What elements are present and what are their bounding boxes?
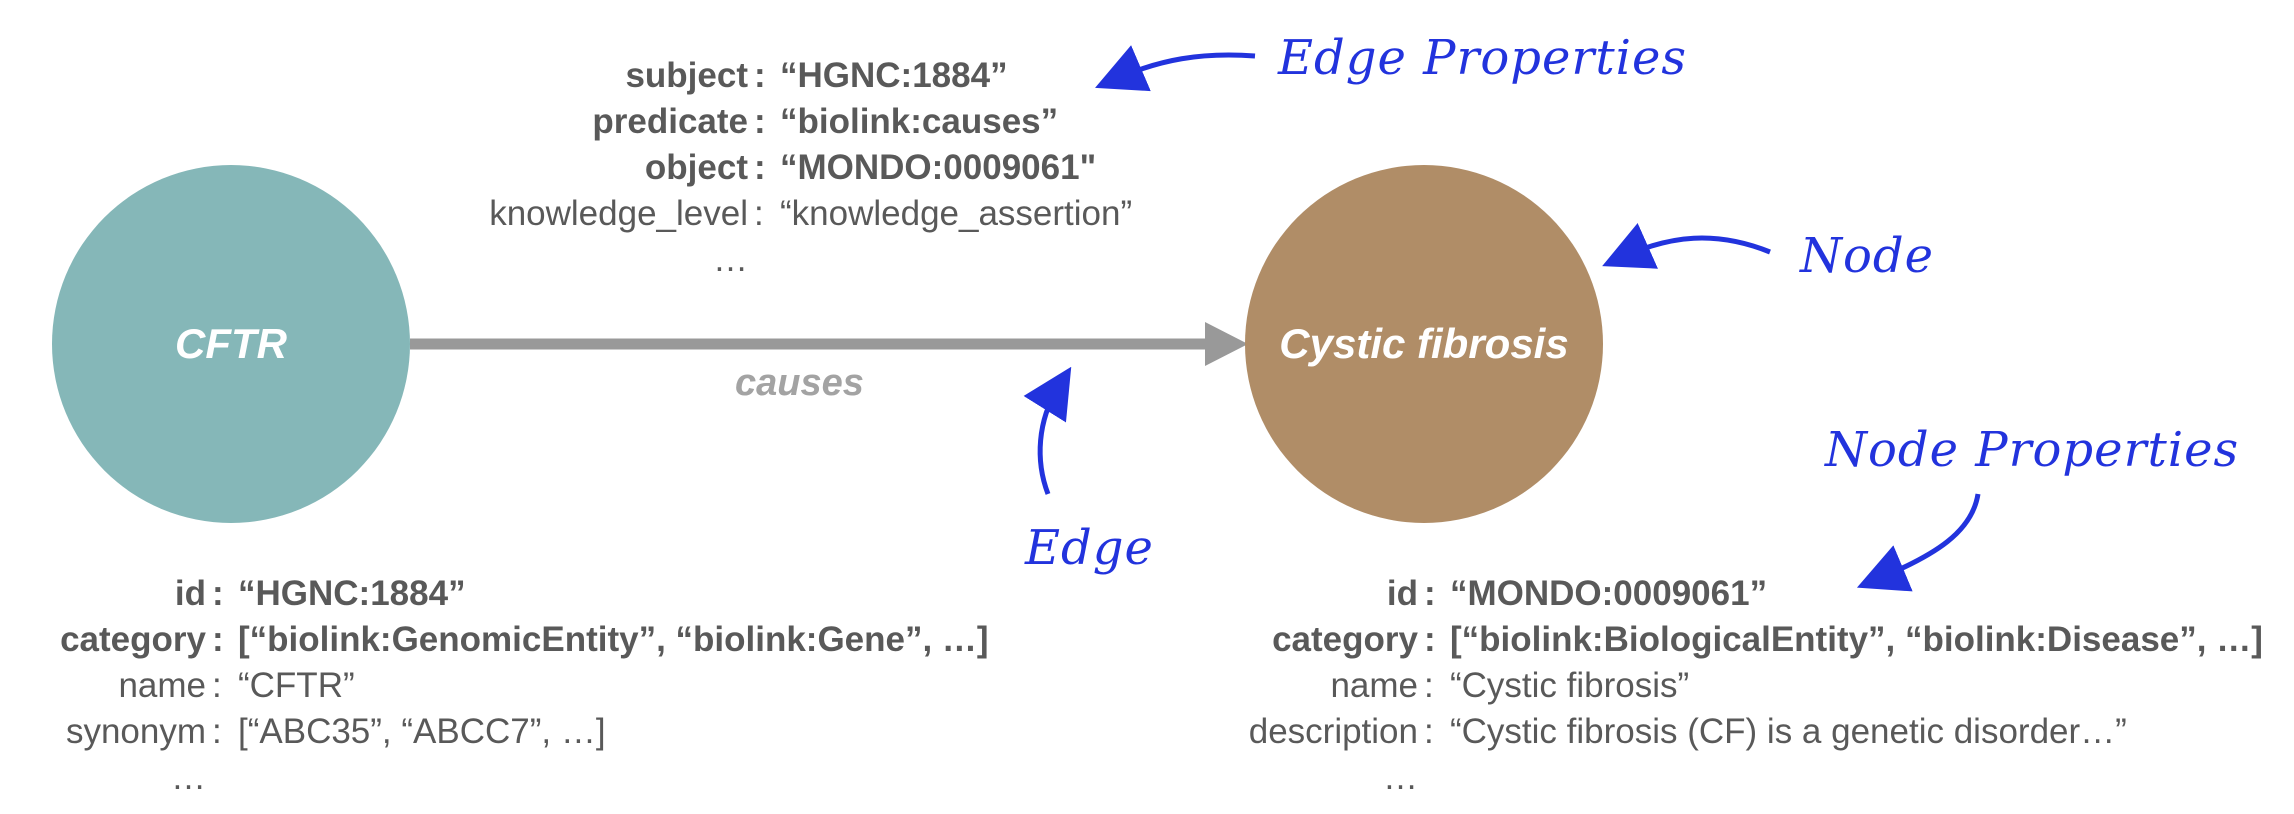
target-node-property-row: description: “Cystic fibrosis (CF) is a g… bbox=[1200, 709, 2294, 755]
source-node-property-row: id: “HGNC:1884” bbox=[18, 571, 1058, 617]
edge-label: causes bbox=[735, 362, 864, 404]
edge-property-row: knowledge_level: “knowledge_assertion” bbox=[430, 191, 1260, 237]
source-node-label: CFTR bbox=[175, 320, 287, 367]
property-key: synonym bbox=[65, 712, 206, 751]
property-key: … bbox=[1383, 758, 1418, 797]
property-separator: : bbox=[1424, 620, 1436, 659]
source-node-property-row: name: “CFTR” bbox=[18, 663, 1058, 709]
property-value: “HGNC:1884” bbox=[780, 56, 1008, 95]
property-separator: : bbox=[754, 102, 766, 141]
property-value bbox=[238, 755, 1058, 801]
source-node[interactable]: CFTR bbox=[52, 165, 410, 523]
property-value: “MONDO:0009061” bbox=[1450, 574, 1768, 613]
property-value: “Cystic fibrosis” bbox=[1450, 666, 1690, 705]
property-key: id bbox=[174, 574, 206, 613]
target-node-property-row: … bbox=[1200, 755, 2294, 801]
property-separator: : bbox=[212, 574, 224, 613]
property-value: “CFTR” bbox=[238, 666, 355, 705]
annotation-edge-properties: Edge Properties bbox=[1278, 30, 1688, 86]
property-separator: : bbox=[212, 712, 222, 751]
source-node-property-row: … bbox=[18, 755, 1058, 801]
annotation-node-properties: Node Properties bbox=[1825, 422, 2240, 478]
property-value bbox=[1450, 755, 2294, 801]
property-value: [“ABC35”, “ABCC7”, …] bbox=[238, 712, 606, 751]
target-node-property-row: id: “MONDO:0009061” bbox=[1200, 571, 2294, 617]
property-separator: : bbox=[212, 620, 224, 659]
edge-properties-block: subject: “HGNC:1884” predicate: “biolink:ca… bbox=[430, 53, 1260, 283]
property-separator: : bbox=[754, 148, 766, 187]
source-node-properties-block: id: “HGNC:1884” category: [“biolink:Genomic… bbox=[18, 571, 1058, 801]
edge-property-row: subject: “HGNC:1884” bbox=[430, 53, 1260, 99]
property-value bbox=[780, 237, 1260, 283]
property-value: “MONDO:0009061" bbox=[780, 148, 1097, 187]
property-separator: : bbox=[1424, 574, 1436, 613]
property-key: name bbox=[118, 666, 206, 705]
property-key: knowledge_level bbox=[489, 194, 748, 233]
property-key: object bbox=[644, 148, 748, 187]
edge-property-row: … bbox=[430, 237, 1260, 283]
annotation-node: Node bbox=[1800, 228, 1935, 284]
target-node[interactable]: Cystic fibrosis bbox=[1245, 165, 1603, 523]
node-pointer-arrow bbox=[1602, 223, 1771, 269]
property-separator: : bbox=[754, 56, 766, 95]
property-value: “knowledge_assertion” bbox=[780, 194, 1133, 233]
property-key: subject bbox=[625, 56, 748, 95]
property-value: “Cystic fibrosis (CF) is a genetic disor… bbox=[1450, 712, 2127, 751]
edge-property-row: object: “MONDO:0009061" bbox=[430, 145, 1260, 191]
property-separator bbox=[1418, 755, 1450, 801]
property-separator: : bbox=[212, 666, 222, 705]
property-key: description bbox=[1248, 712, 1418, 751]
property-value: “HGNC:1884” bbox=[238, 574, 466, 613]
target-node-properties-block: id: “MONDO:0009061” category: [“biolink:Bio… bbox=[1200, 571, 2294, 801]
target-node-property-row: category: [“biolink:BiologicalEntity”, “b… bbox=[1200, 617, 2294, 663]
node-properties-pointer-arrow bbox=[1856, 493, 1981, 592]
property-separator bbox=[748, 237, 780, 283]
property-value: [“biolink:BiologicalEntity”, “biolink:Di… bbox=[1450, 620, 2263, 659]
edge-properties-pointer-arrow bbox=[1095, 45, 1256, 92]
edge-pointer-arrow bbox=[1023, 366, 1072, 495]
property-key: category bbox=[1272, 620, 1418, 659]
property-key: id bbox=[1386, 574, 1418, 613]
edge-property-row: predicate: “biolink:causes” bbox=[430, 99, 1260, 145]
property-key: predicate bbox=[592, 102, 748, 141]
property-value: “biolink:causes” bbox=[780, 102, 1059, 141]
annotation-edge: Edge bbox=[1025, 520, 1154, 576]
property-separator: : bbox=[1424, 666, 1434, 705]
property-separator: : bbox=[754, 194, 764, 233]
edge-arrowhead bbox=[1205, 322, 1248, 366]
property-key: name bbox=[1330, 666, 1418, 705]
property-separator: : bbox=[1424, 712, 1434, 751]
property-key: … bbox=[171, 758, 206, 797]
property-separator bbox=[206, 755, 238, 801]
property-key: … bbox=[713, 240, 748, 279]
target-node-property-row: name: “Cystic fibrosis” bbox=[1200, 663, 2294, 709]
property-key: category bbox=[60, 620, 206, 659]
source-node-property-row: synonym: [“ABC35”, “ABCC7”, …] bbox=[18, 709, 1058, 755]
source-node-property-row: category: [“biolink:GenomicEntity”, “biol… bbox=[18, 617, 1058, 663]
target-node-label: Cystic fibrosis bbox=[1279, 320, 1569, 367]
property-value: [“biolink:GenomicEntity”, “biolink:Gene”… bbox=[238, 620, 989, 659]
